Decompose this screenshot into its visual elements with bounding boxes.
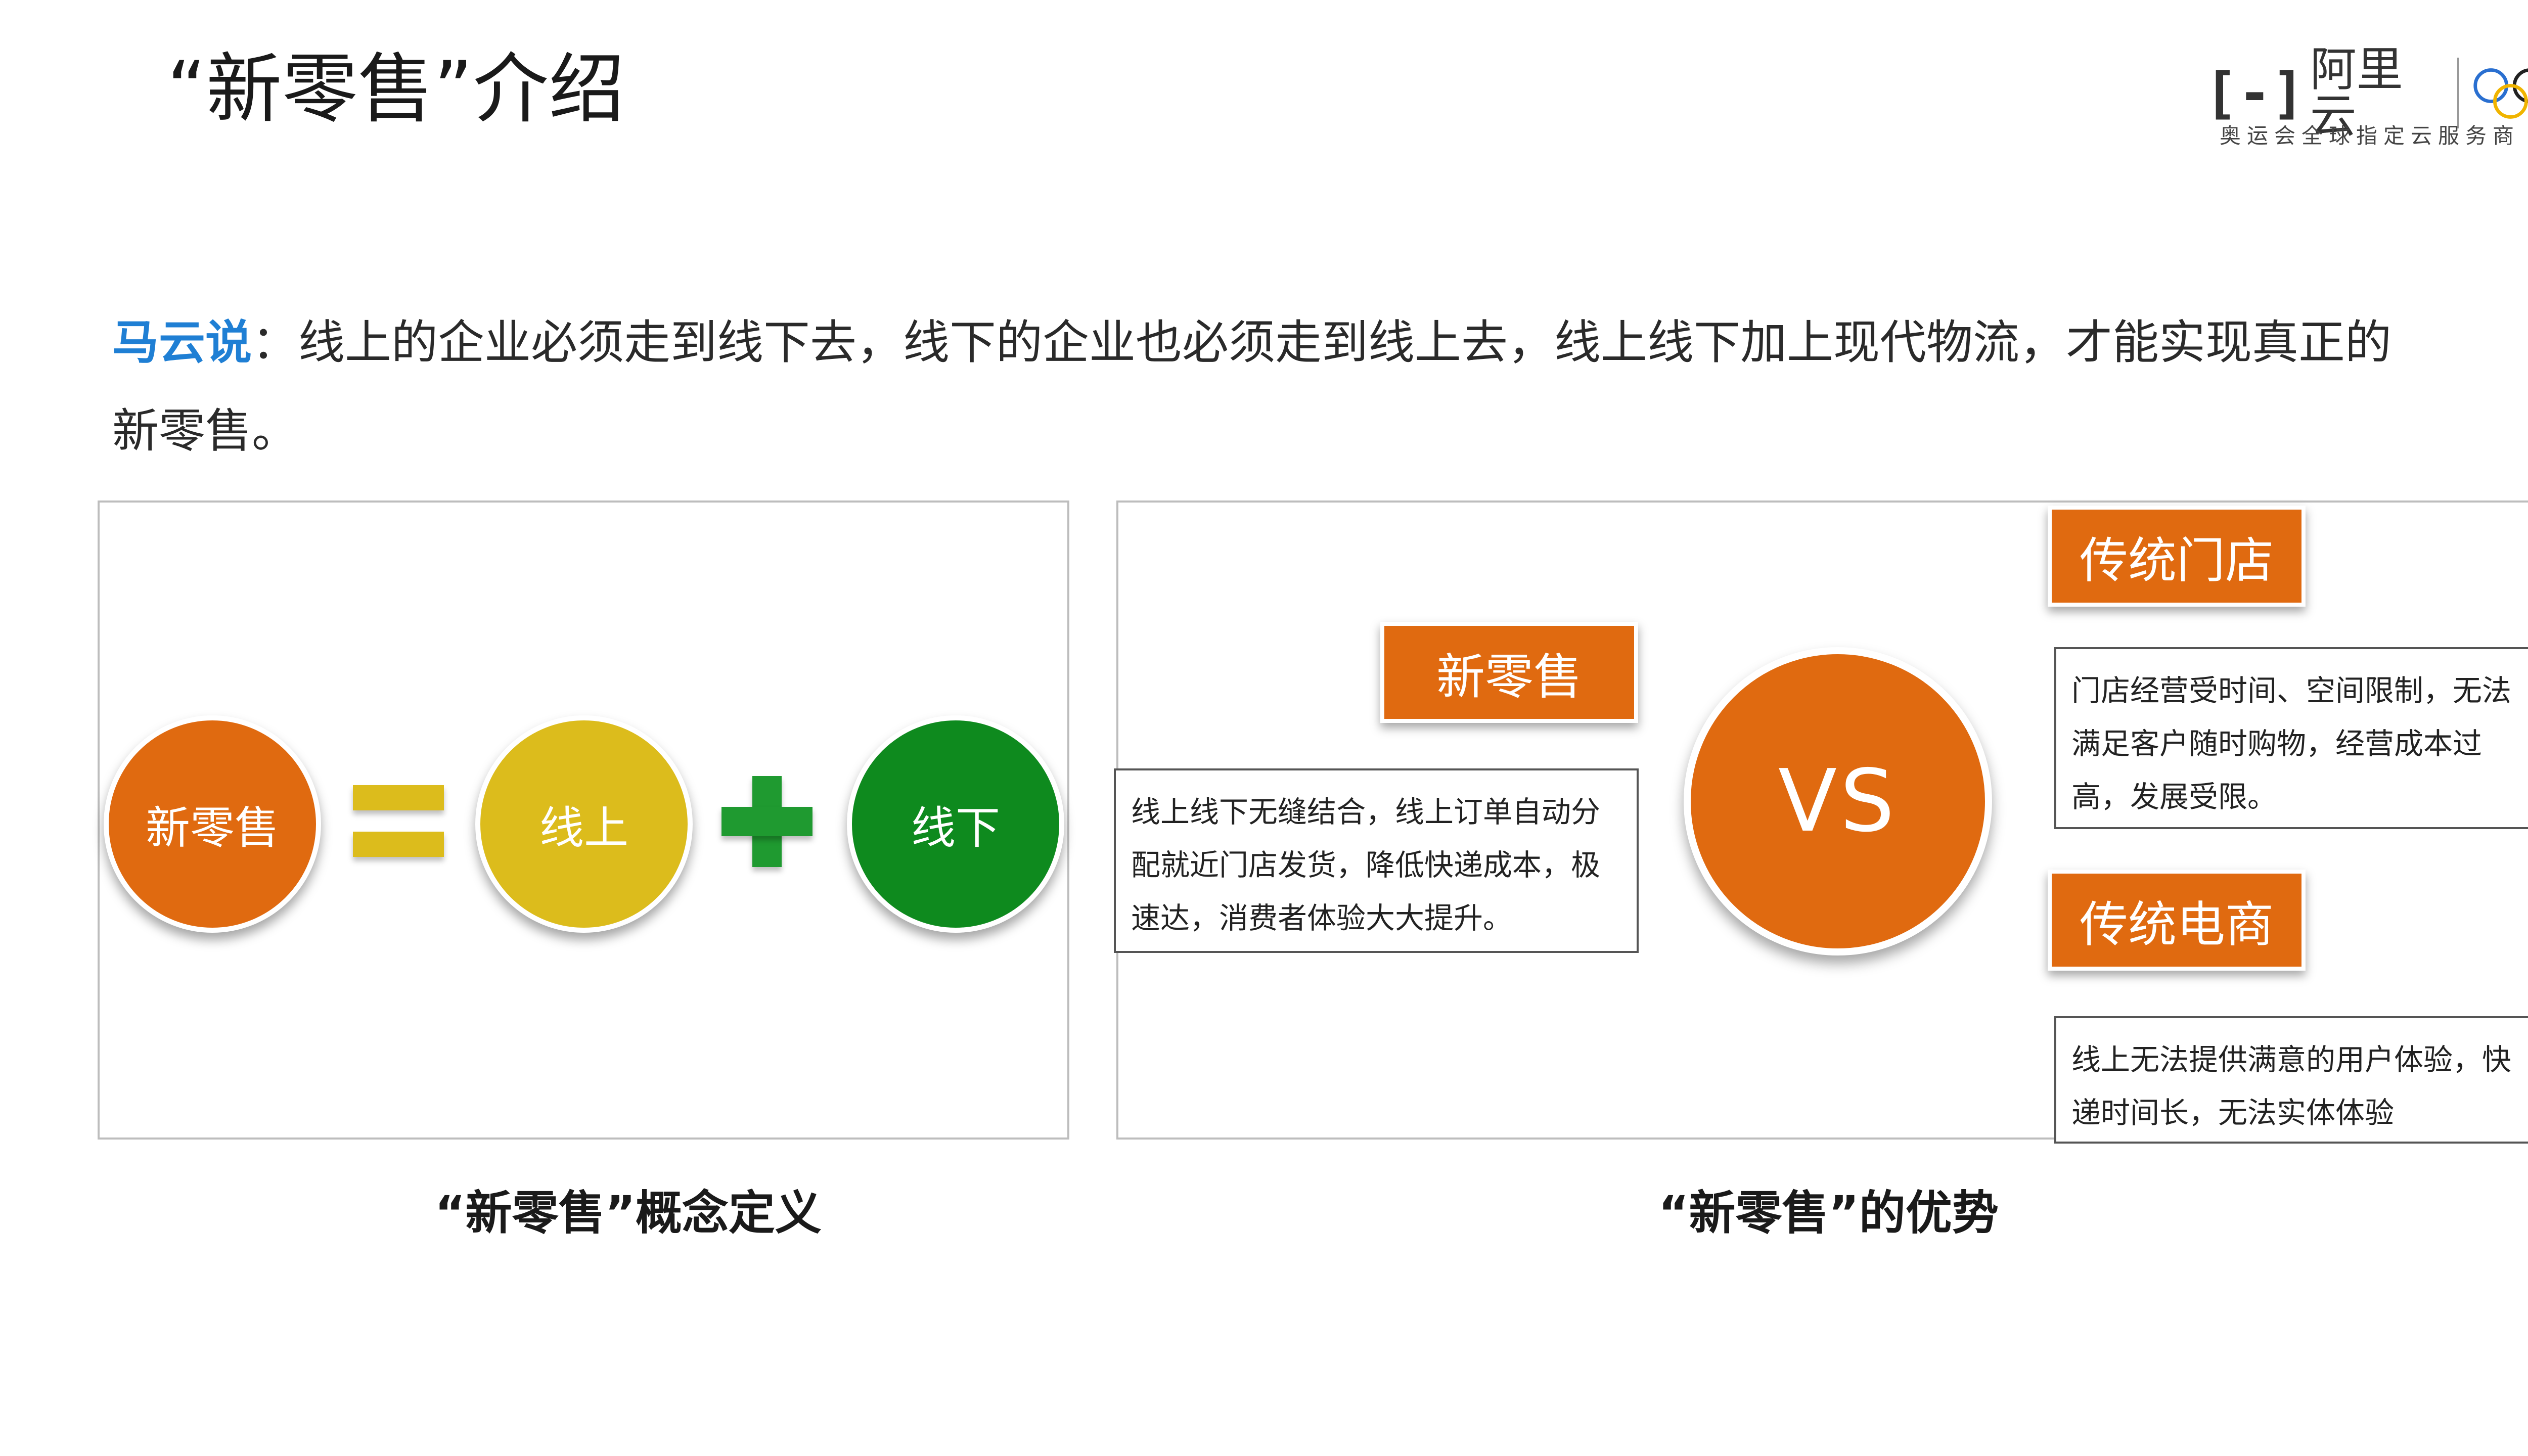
quote-text: ：线上的企业必须走到线下去，线下的企业也必须走到线上去，线上线下加上现代物流，才…	[112, 315, 2392, 458]
logo-divider	[2457, 58, 2459, 128]
quote-speaker: 马云说	[112, 315, 252, 370]
traditional-store-tag: 传统门店	[2048, 506, 2306, 607]
equals-icon-bottom-bar	[353, 832, 444, 857]
vs-circle: VS	[1684, 647, 1992, 956]
concept-caption: “新零售”概念定义	[435, 1186, 822, 1240]
advantage-caption: “新零售”的优势	[1658, 1186, 1999, 1240]
new-retail-label: 新零售	[145, 801, 279, 854]
new-retail-description: 线上线下无缝结合，线上订单自动分配就近门店发货，降低快递成本，极速达，消费者体验…	[1114, 768, 1639, 953]
aliyun-logo-mark: [-]	[2204, 61, 2305, 125]
new-retail-circle: 新零售	[104, 715, 321, 933]
traditional-store-description: 门店经营受时间、空间限制，无法满足客户随时购物，经营成本过高，发展受限。	[2054, 647, 2528, 829]
new-retail-tag: 新零售	[1380, 622, 1638, 723]
vs-label: VS	[1778, 751, 1898, 851]
traditional-ecommerce-tag: 传统电商	[2048, 870, 2306, 971]
offline-label: 线下	[911, 801, 1000, 854]
traditional-store-label: 传统门店	[2080, 532, 2274, 589]
aliyun-logo-name: 阿里云	[2310, 42, 2403, 143]
equals-icon-top-bar	[353, 785, 444, 810]
page-title: “新零售”介绍	[167, 46, 625, 133]
online-label: 线上	[539, 801, 628, 854]
new-retail-tag-label: 新零售	[1436, 648, 1582, 705]
olympic-rings-icon	[2473, 68, 2528, 119]
logo-subtitle: 奥运会全球指定云服务商	[2220, 123, 2520, 148]
quote-paragraph: 马云说：线上的企业必须走到线下去，线下的企业也必须走到线上去，线上线下加上现代物…	[112, 298, 2418, 475]
plus-icon-horizontal	[721, 807, 812, 836]
offline-circle: 线下	[847, 715, 1064, 933]
traditional-ecommerce-label: 传统电商	[2080, 896, 2274, 953]
online-circle: 线上	[475, 715, 693, 933]
traditional-ecommerce-description: 线上无法提供满意的用户体验，快递时间长，无法实体体验	[2054, 1016, 2528, 1144]
aliyun-logo: [-] 阿里云	[2204, 47, 2528, 140]
